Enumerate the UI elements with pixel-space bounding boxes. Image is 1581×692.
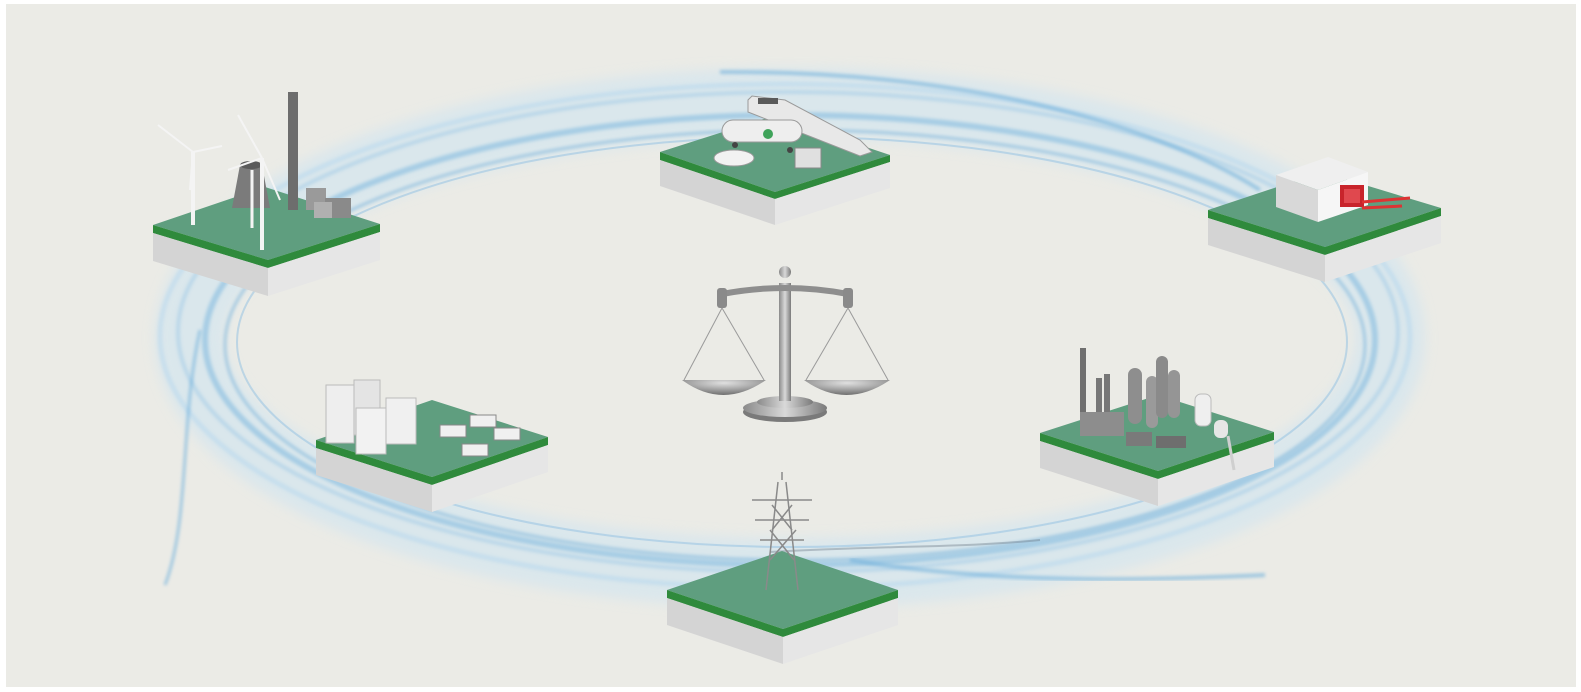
train-tanker-truck-car-icon xyxy=(713,95,873,169)
mobility-platform xyxy=(660,95,890,225)
storage-tanks-and-units-icon xyxy=(325,379,521,457)
chemical-plant-icon xyxy=(1080,348,1236,471)
heat-platform xyxy=(1208,157,1441,282)
grid-platform xyxy=(667,472,898,664)
transmission-tower-icon xyxy=(752,472,812,591)
scale-of-justice-icon xyxy=(682,266,890,422)
industry-platform xyxy=(1040,348,1274,506)
building-with-red-heater-icon xyxy=(1276,157,1411,222)
power-generation-platform xyxy=(153,92,380,296)
wind-turbines-cooling-tower-chimney-icon xyxy=(157,92,351,250)
storage-platform xyxy=(316,379,548,512)
